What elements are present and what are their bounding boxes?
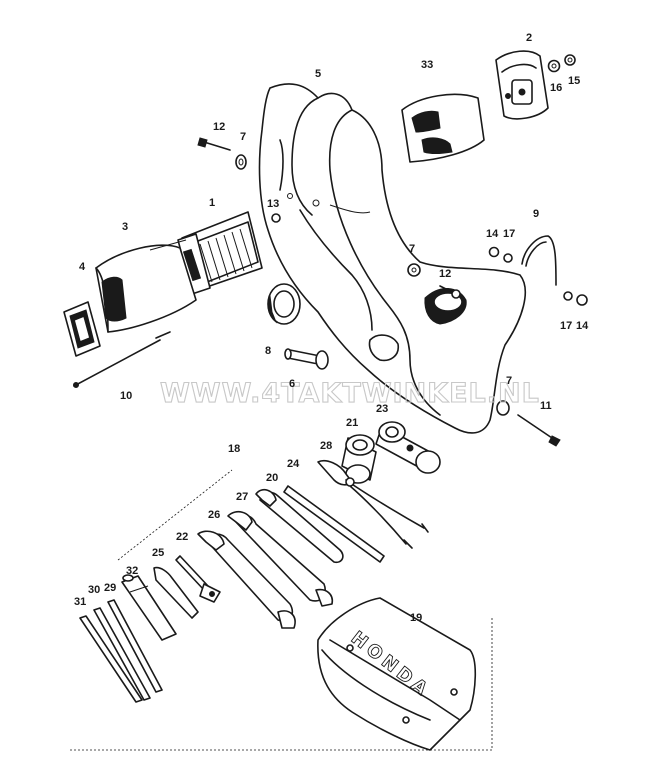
part-label-14: 14 [576,320,589,332]
air-cleaner-case-drawing [95,239,197,333]
part-label-28: 28 [320,440,332,452]
part-label-31: 31 [74,596,86,608]
part-label-10: 10 [120,390,132,402]
part-label-23: 23 [376,403,388,415]
part-label-19: 19 [410,612,422,624]
screwdriver-blade-drawing [153,566,199,619]
box-spanner-drawing [375,421,441,474]
part-label-20: 20 [266,472,278,484]
part-label-22: 22 [176,531,188,543]
wire-clip-drawing [488,235,588,306]
part-label-14: 14 [486,228,499,240]
rod-drawing [73,331,171,388]
part-label-5: 5 [315,68,321,80]
tool-bag-drawing: HONDA [317,597,477,751]
pliers-drawing [317,459,429,549]
spark-tool-drawing [175,555,221,603]
part-label-24: 24 [287,458,300,470]
part-label-30: 30 [88,584,100,596]
part-label-26: 26 [208,509,220,521]
part-label-1: 1 [209,197,215,209]
part-label-9: 9 [533,208,539,220]
part-label-7: 7 [506,375,512,387]
part-label-13: 13 [267,198,279,210]
cover-drawing [401,93,485,163]
wrench-drawing [197,530,296,629]
part-label-33: 33 [421,59,433,71]
wrench-drawing [255,488,344,564]
part-label-15: 15 [568,75,580,87]
group-boundary [70,469,493,751]
part-label-7: 7 [240,131,246,143]
part-label-17: 17 [560,320,572,332]
part-label-21: 21 [346,417,358,429]
air-filter-drawing [177,211,263,295]
wrench-drawing [227,510,334,607]
part-label-17: 17 [503,228,515,240]
screwdriver-drawing [121,574,177,641]
screwdriver-shaft-drawing [283,485,385,563]
part-label-16: 16 [550,82,562,94]
part-label-25: 25 [152,547,164,559]
part-label-29: 29 [104,582,116,594]
part-labels: 1 2 3 4 5 6 7 7 7 8 9 10 11 12 12 13 14 … [74,32,589,624]
washer-drawing [271,213,281,223]
part-label-4: 4 [79,261,86,273]
nut-drawing [547,54,576,73]
part-label-27: 27 [236,491,248,503]
frame-body-drawing [258,83,527,434]
mount-bolt-drawing [284,348,329,370]
part-label-12: 12 [439,268,451,280]
part-label-2: 2 [526,32,532,44]
part-label-7: 7 [409,243,415,255]
part-label-3: 3 [122,221,128,233]
gasket-drawing [63,301,101,357]
cap-drawing [495,50,549,120]
long-bolt-drawing [496,400,561,447]
part-label-8: 8 [265,345,271,357]
part-label-11: 11 [540,400,552,412]
screwdriver-bits-drawing [79,599,163,703]
grommet-drawing [267,283,301,325]
part-label-6: 6 [289,378,295,390]
part-label-18: 18 [228,443,240,455]
part-label-32: 32 [126,565,138,577]
washer-drawing [407,263,461,299]
watermark-text: WWW.4TAKTWINKEL.NL [160,378,540,409]
bolt-drawing [197,137,247,170]
part-label-12: 12 [213,121,225,133]
